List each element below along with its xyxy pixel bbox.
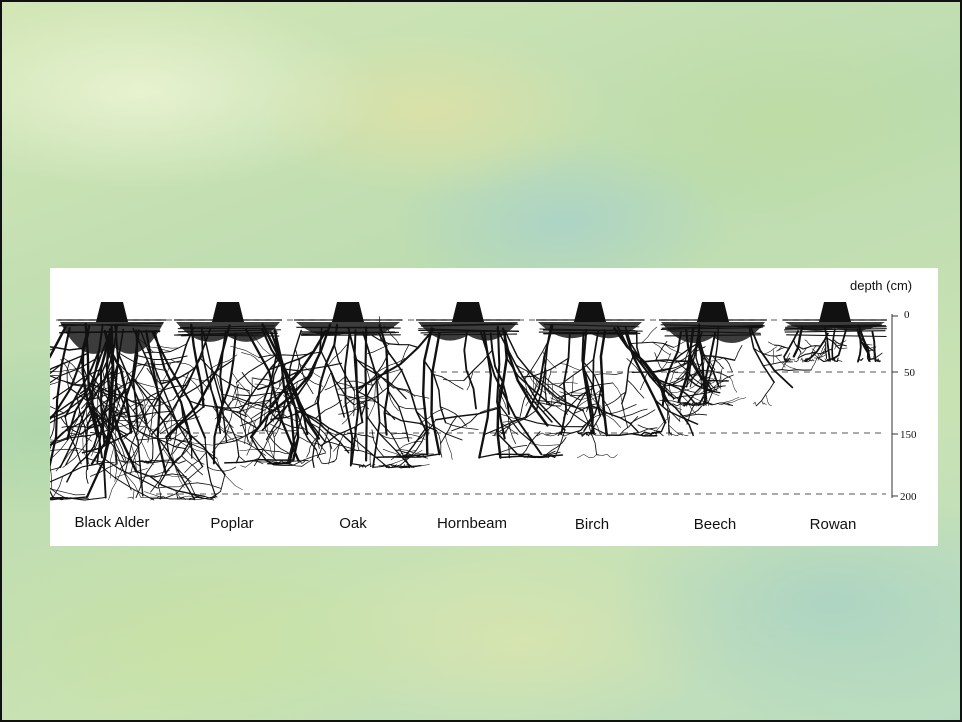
depth-tick-0: 0 (904, 309, 910, 321)
root-illustrations (50, 302, 887, 500)
depth-tick-150: 150 (900, 429, 917, 441)
depth-guide-lines (56, 320, 886, 494)
species-label-poplar: Poplar (210, 515, 253, 532)
species-label-beech: Beech (694, 516, 737, 533)
species-label-rowan: Rowan (810, 516, 857, 533)
depth-tick-50: 50 (904, 367, 916, 379)
root-systems-figure: depth (cm) 0 50 150 200 Black Alder Popl… (50, 268, 938, 546)
species-label-black-alder: Black Alder (74, 514, 149, 531)
species-label-birch: Birch (575, 516, 609, 533)
root-depth-diagram: depth (cm) 0 50 150 200 Black Alder Popl… (50, 268, 938, 546)
depth-axis (892, 314, 898, 498)
depth-axis-title: depth (cm) (850, 278, 912, 293)
species-label-oak: Oak (339, 515, 367, 532)
root-system-beech (627, 302, 819, 406)
root-system-rowan (768, 302, 887, 362)
species-label-hornbeam: Hornbeam (437, 515, 507, 532)
depth-tick-200: 200 (900, 491, 917, 503)
species-labels: Black Alder Poplar Oak Hornbeam Birch Be… (74, 514, 856, 533)
